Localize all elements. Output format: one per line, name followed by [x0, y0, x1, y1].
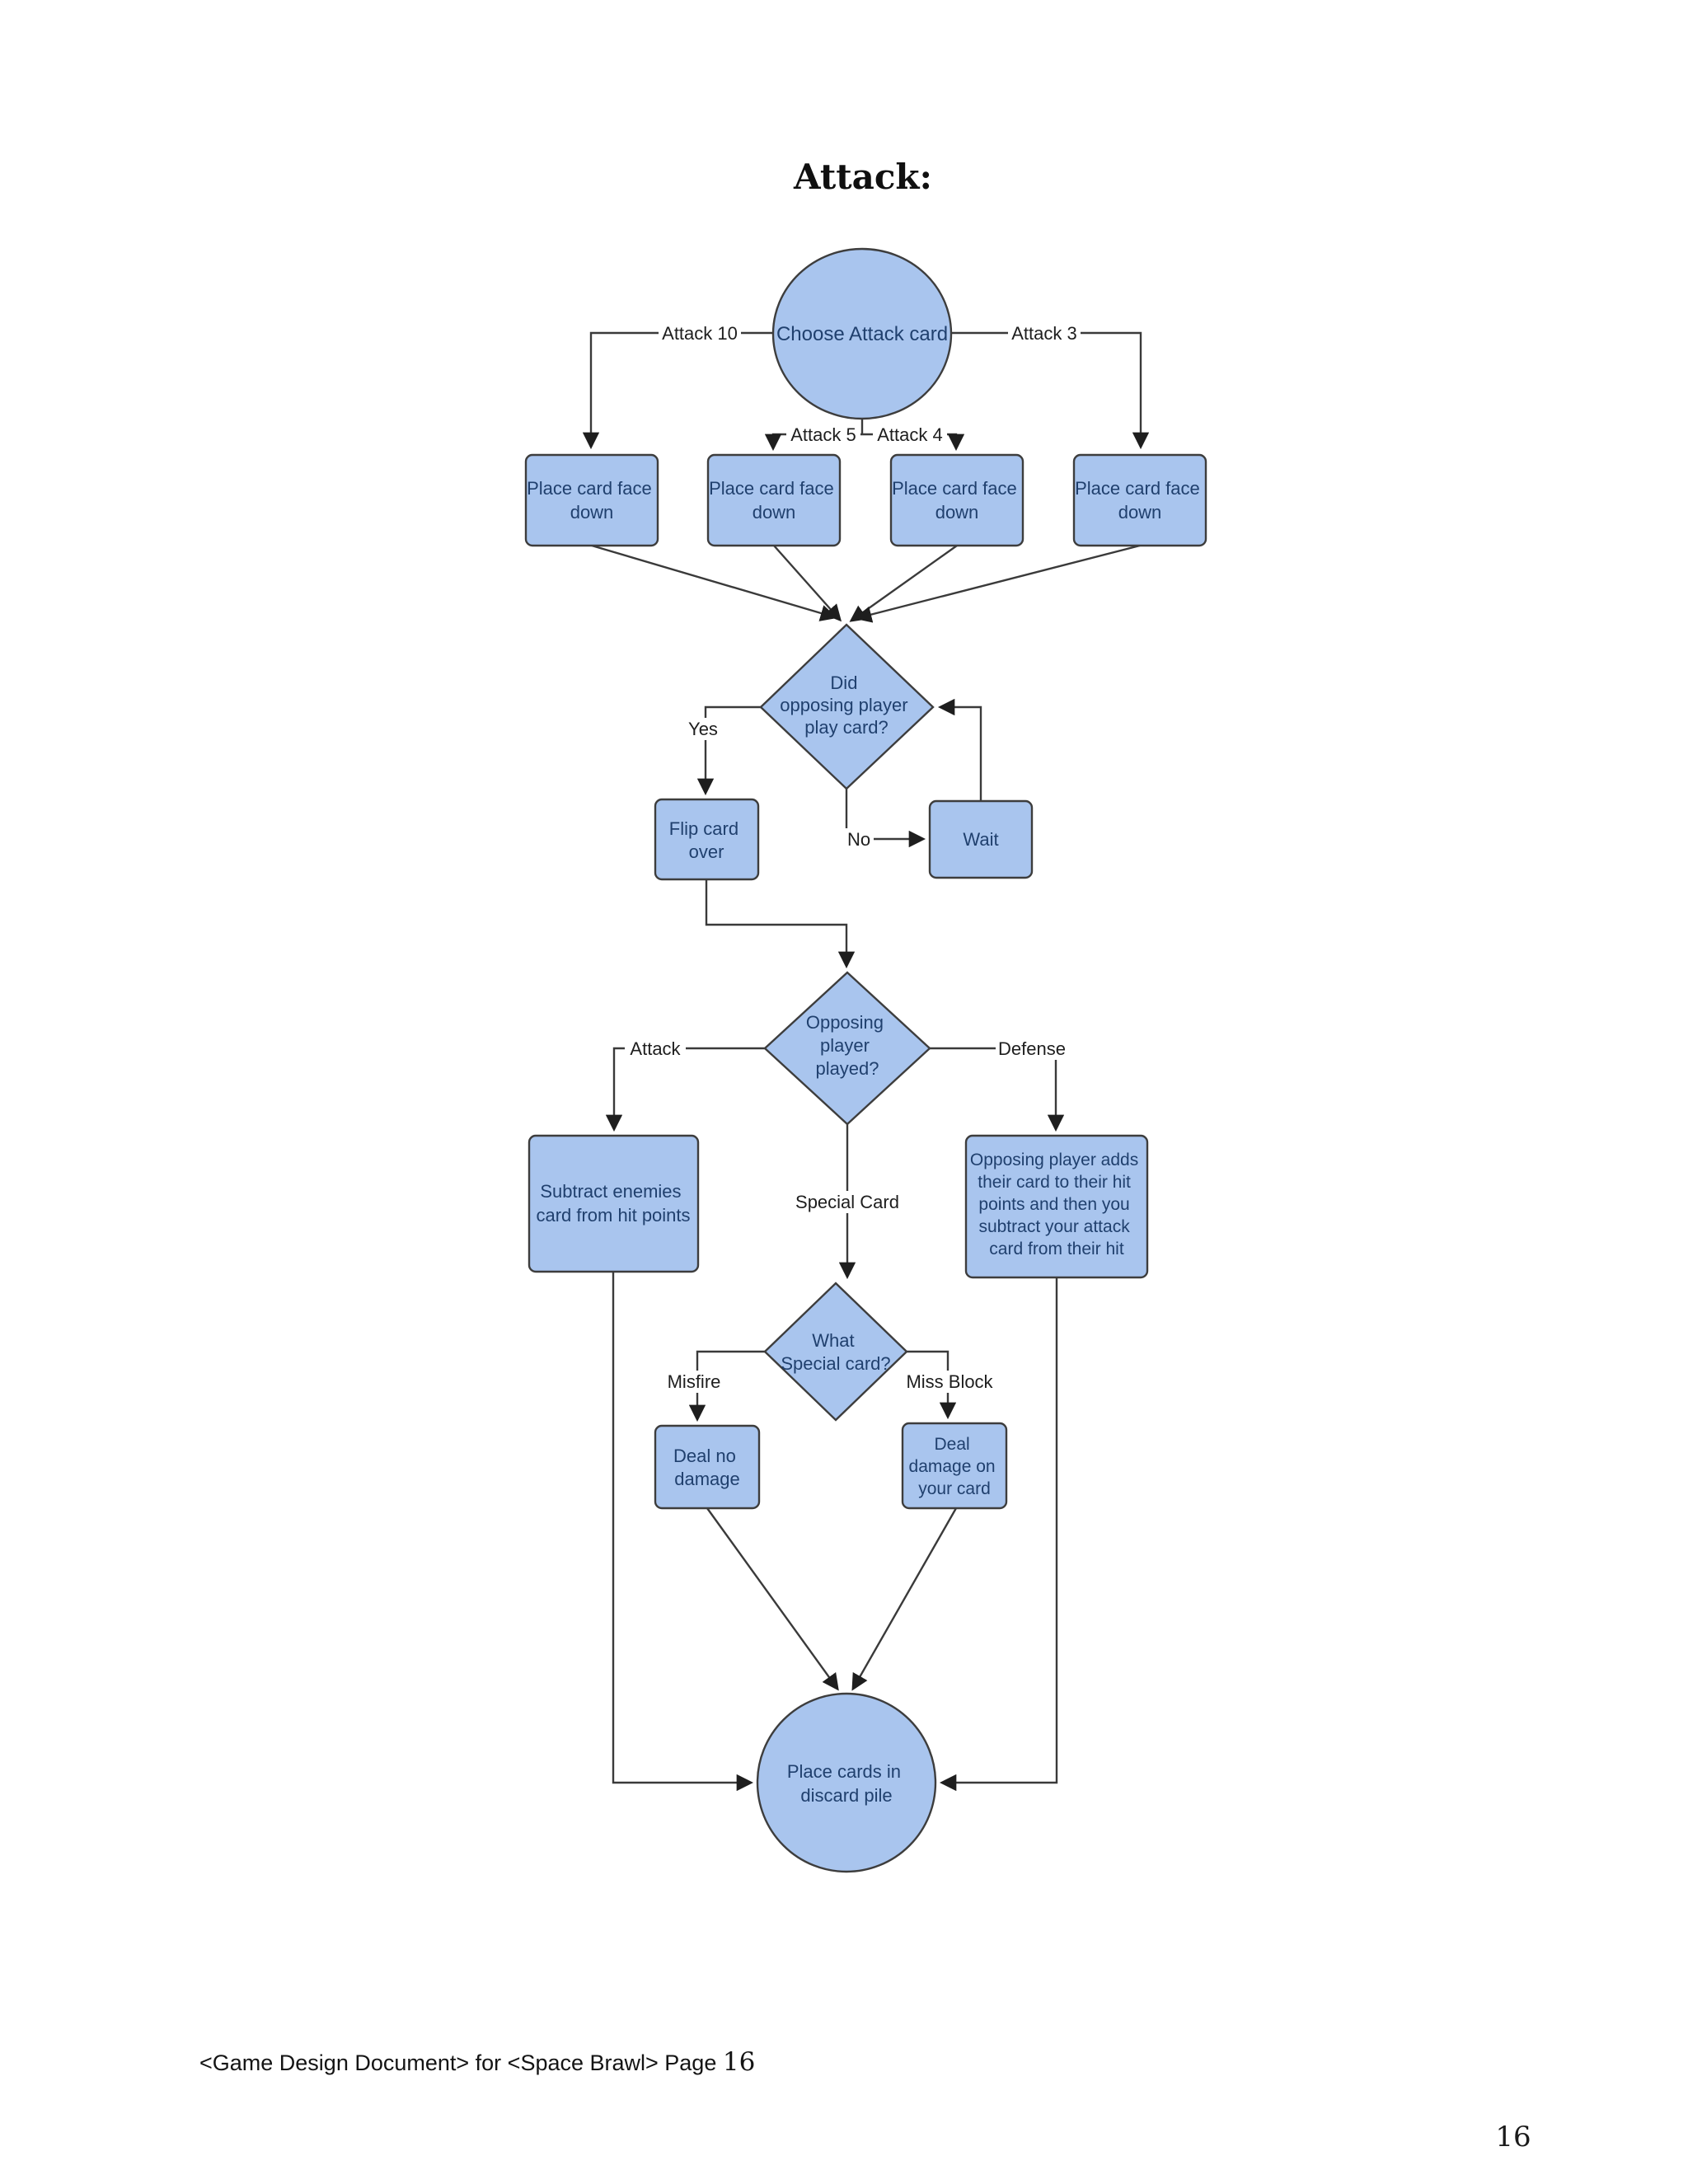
node-discard-pile: Place cards in discard pile	[756, 1692, 937, 1873]
svg-text:Flip card over: Flip card over	[669, 818, 743, 862]
edge-label-bg	[1008, 322, 1081, 344]
corner-page-number: 16	[1495, 2121, 1531, 2154]
node-opposing-player-played: Opposing player played?	[763, 971, 931, 1126]
process-box	[964, 1134, 1149, 1279]
edge-place1-to-decision	[591, 544, 837, 621]
node-what-special-card: What Special card?	[763, 1282, 908, 1422]
process-box	[524, 453, 659, 547]
footer-label: <Game Design Document> for <Space Brawl>…	[199, 2050, 723, 2075]
edge-misfire	[688, 1350, 765, 1422]
process-box	[928, 799, 1034, 879]
edge-label-bg	[659, 322, 741, 344]
svg-text:What Special card?: What Special card?	[781, 1330, 890, 1374]
edge-label-bg	[686, 718, 720, 740]
svg-text:Deal damage on: Deal damage on your card	[909, 1435, 1001, 1498]
edge-place3-to-decision	[849, 545, 958, 622]
edge-attack-10	[582, 331, 773, 450]
edge-label-misfire: Misfire	[668, 1371, 721, 1392]
edge-label-bg	[663, 1371, 725, 1393]
footer-page-number: 16	[723, 2047, 755, 2077]
process-box	[654, 798, 760, 881]
svg-text:Opposing player adds t: Opposing player adds their card to their…	[970, 1151, 1143, 1258]
process-box	[1072, 453, 1207, 547]
svg-text:Place card face down: Place card face down	[527, 478, 657, 523]
start-circle	[771, 247, 953, 420]
edge-label-bg	[906, 1371, 993, 1393]
node-did-opposing-play: Did opposing player play card?	[759, 623, 935, 790]
svg-text:Deal no damage: Deal no damage	[673, 1446, 741, 1489]
page-title: Attack:	[793, 157, 932, 197]
edge-dealno-to-discard	[706, 1507, 839, 1691]
edge-flip-to-decision2	[705, 879, 856, 969]
svg-text:Place card face down: Place card face down	[709, 478, 839, 523]
node-deal-damage-your-card: Deal damage on your card	[901, 1422, 1008, 1510]
edge-label-bg	[844, 828, 874, 851]
process-box	[528, 1134, 700, 1273]
edge-label-bg	[873, 424, 947, 446]
node-place-card-3: Place card face down	[889, 453, 1025, 547]
edge-dealdamage-to-discard	[851, 1507, 958, 1691]
edge-label-defense: Defense	[998, 1038, 1066, 1059]
node-place-card-4: Place card face down	[1072, 453, 1207, 547]
edge-attack-branch	[605, 1047, 765, 1132]
edge-place2-to-decision	[773, 545, 842, 622]
edge-wait-feedback	[937, 698, 982, 801]
node-subtract-enemies: Subtract enemies card from hit points	[528, 1134, 700, 1273]
svg-text:Place cards in discard: Place cards in discard pile	[787, 1761, 906, 1806]
process-box	[706, 453, 842, 547]
svg-text:Subtract enemies card: Subtract enemies card from hit points	[536, 1181, 690, 1226]
svg-text:Opposing player: Opposing player played?	[806, 1012, 889, 1079]
node-choose-attack-card: Choose Attack card	[771, 247, 953, 420]
end-circle	[756, 1692, 937, 1873]
svg-text:Choose Attack card: Choose Attack card	[776, 323, 948, 345]
edge-label-bg	[625, 1038, 686, 1060]
nodes: Choose Attack card Place card face down …	[524, 247, 1207, 1873]
decision-diamond	[763, 1282, 908, 1422]
process-box	[889, 453, 1025, 547]
edge-label-yes: Yes	[688, 719, 718, 739]
edge-label-bg	[795, 1191, 899, 1213]
edge-labels: Attack 10 Attack 3 Attack 5 Attack 4 Yes…	[625, 322, 1081, 1393]
svg-text:Place card face down: Place card face down	[1075, 478, 1205, 523]
edge-label-miss-block: Miss Block	[906, 1371, 993, 1392]
node-place-card-2: Place card face down	[706, 453, 842, 547]
svg-text:Did opposing player: Did opposing player play card?	[780, 673, 912, 738]
edge-subtract-to-discard	[612, 1272, 754, 1792]
edge-label-attack-5: Attack 5	[790, 424, 856, 445]
node-defense-result: Opposing player adds their card to their…	[964, 1134, 1149, 1279]
edge-label-attack-10: Attack 10	[662, 323, 738, 344]
process-box	[654, 1424, 761, 1510]
edge-label-special-card: Special Card	[795, 1192, 899, 1212]
edge-label-bg	[786, 424, 860, 446]
edge-miss-block	[907, 1350, 957, 1420]
process-box	[901, 1422, 1008, 1510]
decision-diamond	[759, 623, 935, 790]
edge-label-attack: Attack	[630, 1038, 681, 1059]
node-deal-no-damage: Deal no damage	[654, 1424, 761, 1510]
edge-label-attack-3: Attack 3	[1011, 323, 1076, 344]
footer: <Game Design Document> for <Space Brawl>…	[199, 2047, 755, 2077]
svg-text:Wait: Wait	[963, 829, 998, 850]
svg-text:Place card face down: Place card face down	[892, 478, 1022, 523]
edge-place4-to-decision	[855, 544, 1141, 623]
edge-yes	[696, 705, 761, 796]
node-place-card-1: Place card face down	[524, 453, 659, 547]
edge-label-attack-4: Attack 4	[877, 424, 942, 445]
edge-defense-branch	[930, 1047, 1065, 1132]
node-flip-card-over: Flip card over	[654, 798, 760, 881]
edge-defense-to-discard	[939, 1277, 1058, 1792]
decision-diamond	[763, 971, 931, 1126]
node-wait: Wait	[928, 799, 1034, 879]
edges	[582, 331, 1150, 1792]
edge-label-bg	[996, 1038, 1068, 1060]
edge-attack-3	[951, 331, 1150, 450]
edge-label-no: No	[847, 829, 870, 850]
